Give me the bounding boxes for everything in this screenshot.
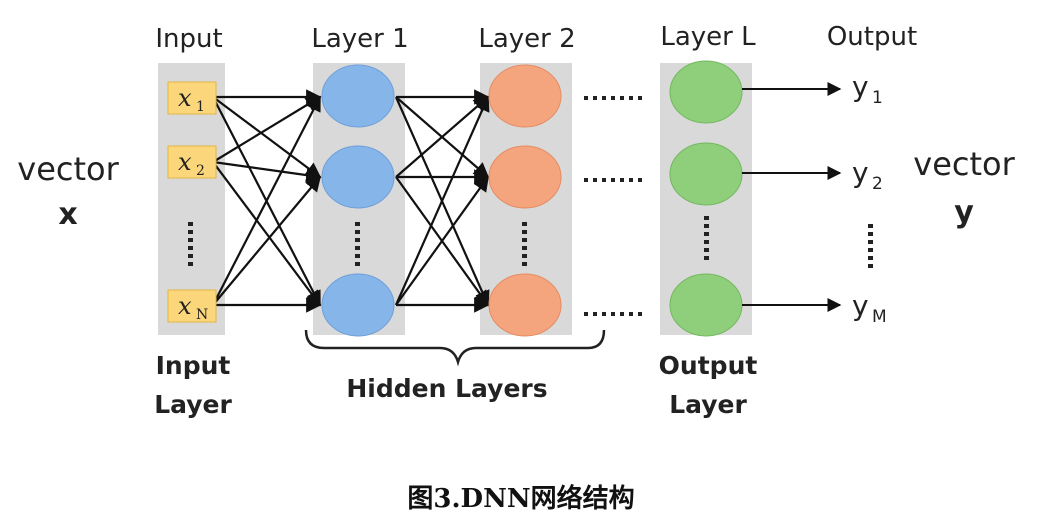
vector-x-symbol: x (58, 197, 77, 232)
input-ellipsis (188, 222, 193, 266)
layer1-node-1 (321, 64, 395, 128)
svg-text:y: y (852, 289, 869, 322)
layer1-node-2 (321, 145, 395, 209)
svg-text:1: 1 (872, 88, 883, 108)
layer2-ellipsis (522, 222, 527, 266)
output-node-m (669, 273, 743, 337)
output-layer-label-line1: Output (659, 351, 758, 380)
skip-layers-ellipsis (584, 96, 642, 316)
output-layer-ellipsis (704, 216, 709, 260)
input-node-2: x 2 (167, 145, 217, 179)
svg-text:y: y (852, 70, 869, 103)
layer1-title: Layer 1 (311, 24, 408, 54)
output-label-1: y 1 (852, 70, 883, 108)
svg-text:x: x (178, 292, 192, 320)
layer2-node-2 (488, 145, 562, 209)
svg-text:x: x (178, 84, 192, 112)
input-node-1: x 1 (167, 81, 217, 115)
hidden-layers-label: Hidden Layers (346, 374, 547, 403)
output-arrows (742, 82, 842, 312)
layer2-node-1 (488, 64, 562, 128)
input-node-n: x N (167, 289, 217, 323)
layer2-title: Layer 2 (478, 24, 575, 54)
output-label-2: y 2 (852, 156, 883, 194)
output-title: Output (827, 22, 917, 52)
svg-text:y: y (852, 156, 869, 189)
output-node-2 (669, 142, 743, 206)
svg-text:M: M (872, 307, 887, 327)
vector-y-label: vector (913, 145, 1015, 183)
input-layer-label-line1: Input (156, 351, 231, 380)
connections-input-layer1 (212, 89, 322, 313)
figure-caption: 图3.DNN网络结构 (407, 484, 635, 514)
svg-text:x: x (178, 148, 192, 176)
svg-text:N: N (196, 307, 208, 323)
hidden-layers-brace (304, 329, 606, 367)
svg-text:2: 2 (196, 163, 205, 179)
vector-x-label: vector (17, 150, 119, 188)
input-title: Input (155, 24, 222, 54)
layer1-node-n (321, 273, 395, 337)
input-layer-label-line2: Layer (154, 390, 232, 419)
dnn-diagram: Input Layer 1 Layer 2 Layer L Output x 1… (17, 22, 1015, 419)
svg-text:2: 2 (872, 174, 883, 194)
layer1-ellipsis (355, 222, 360, 266)
output-node-1 (669, 60, 743, 124)
vector-y-symbol: y (954, 195, 974, 230)
layer2-node-n (488, 273, 562, 337)
output-vector-ellipsis (868, 224, 873, 268)
svg-text:1: 1 (196, 99, 205, 115)
output-label-m: y M (852, 289, 887, 327)
connections-layer1-layer2 (394, 89, 490, 313)
output-layer-label-line2: Layer (669, 390, 747, 419)
layerL-title: Layer L (660, 22, 756, 52)
